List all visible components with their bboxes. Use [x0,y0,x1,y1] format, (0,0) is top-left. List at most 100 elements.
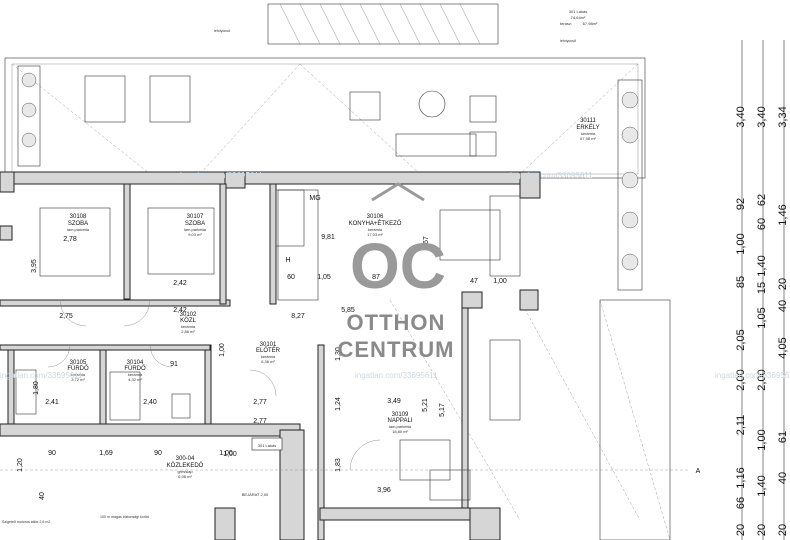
room-30105: 30105 FÜRDŐ kerámia 3,72 m² [67,360,89,382]
wall-kitchen-west [269,183,277,305]
column-nw [0,171,15,193]
svg-text:KONYHA+ÉTKEZŐ: KONYHA+ÉTKEZŐ [349,220,402,227]
brand-logo: OC OTTHON CENTRUM [338,182,454,362]
unit-tag: 301 Lakás [258,443,276,448]
svg-text:1,00: 1,00 [756,429,768,450]
svg-text:60: 60 [287,274,295,281]
room-30109: 30109 NAPPALI lam.parketta 18,80 m² [388,412,413,434]
svg-text:gresslap: gresslap [177,469,193,474]
vent-label-a: lefolyócső [214,29,230,33]
svg-text:3,72 m²: 3,72 m² [71,377,85,382]
label-mg: MG [309,195,320,202]
svg-text:20: 20 [735,524,747,536]
svg-text:NAPPALI: NAPPALI [388,418,413,424]
drainage-lines [11,63,641,521]
bottom-note-1: Szigetelt motoros átlós 2,6 m2 [2,520,50,524]
svg-text:1,05: 1,05 [317,274,331,281]
svg-text:lam.parketta: lam.parketta [389,424,412,429]
kitchen-furniture [275,189,521,277]
svg-text:2,42: 2,42 [173,280,187,287]
svg-text:4,32 m²: 4,32 m² [128,377,142,382]
apartment-area: 74,64m² [571,15,586,20]
svg-text:lam.parketta: lam.parketta [67,227,90,232]
column-s [214,507,236,540]
svg-text:ELŐTÉR: ELŐTÉR [256,347,281,354]
svg-text:30107: 30107 [187,214,204,220]
column-ne [519,171,541,199]
svg-text:62: 62 [756,194,768,206]
svg-text:30111: 30111 [580,118,596,124]
svg-text:kerámia: kerámia [71,372,86,377]
svg-text:18,80 m²: 18,80 m² [392,429,408,434]
svg-text:lam.parketta: lam.parketta [184,227,207,232]
terrace-label: terasz: [560,21,572,26]
svg-text:3,34: 3,34 [777,106,789,127]
svg-text:3,49: 3,49 [387,398,401,405]
svg-text:9,03 m²: 9,03 m² [188,232,202,237]
svg-text:1,00: 1,00 [219,450,233,457]
svg-text:FÜRDŐ: FÜRDŐ [67,365,89,372]
wall-south-living [319,507,481,521]
svg-text:2,40: 2,40 [143,399,157,406]
svg-text:2,00: 2,00 [756,369,768,390]
svg-text:1,30: 1,30 [335,347,342,361]
svg-text:40: 40 [777,300,789,312]
svg-text:30102: 30102 [180,312,197,318]
svg-text:SZOBA: SZOBA [68,221,88,227]
svg-text:90: 90 [48,450,56,457]
svg-text:67,98 m²: 67,98 m² [580,136,596,141]
planters-left [17,65,41,167]
pergola-slats [279,3,481,45]
svg-text:2,77: 2,77 [253,399,267,406]
svg-text:5,17: 5,17 [439,403,446,417]
dims-right-col3: 3,34 1,46 20 40 4,05 61 40 20 [777,106,789,536]
section-marker: A [696,468,701,475]
svg-text:1,00: 1,00 [735,233,747,254]
svg-text:3,40: 3,40 [735,106,747,127]
svg-text:ingatlan.com/33695611: ingatlan.com/33695611 [180,171,263,180]
room-30108: 30108 SZOBA lam.parketta 2,78 [63,214,90,243]
label-h: H [285,257,290,264]
svg-text:1,00: 1,00 [223,451,237,458]
svg-text:20: 20 [756,524,768,536]
svg-text:9,81: 9,81 [321,234,335,241]
svg-text:30104: 30104 [127,360,144,366]
svg-text:61: 61 [777,431,789,443]
svg-text:ingatlan.com/33695611: ingatlan.com/33695611 [715,371,790,380]
apartment-id: 301 Lakás [569,9,587,14]
unit-tag-box [251,437,283,451]
column-se [519,289,539,311]
svg-text:20: 20 [777,524,789,536]
svg-text:1,83: 1,83 [335,458,342,472]
svg-text:SZOBA: SZOBA [185,221,205,227]
logo-line-1: OTTHON [347,310,446,335]
svg-text:6,36 m²: 6,36 m² [261,359,275,364]
svg-text:47: 47 [470,278,478,285]
svg-text:5,85: 5,85 [341,307,355,314]
svg-text:1,00: 1,00 [493,278,507,285]
vent-label-b: lefolyócső [560,39,576,43]
svg-text:ERKÉLY: ERKÉLY [576,124,599,131]
dims-center: 9,81 5,85 8,27 2,42 2,42 2,77 2,77 2,67 … [170,234,507,494]
svg-text:KÖZL: KÖZL [180,317,196,324]
svg-text:15: 15 [756,282,768,294]
wall-living-east [461,299,469,521]
svg-text:kerámia: kerámia [368,227,383,232]
column-mid [461,291,483,309]
room-30106: 30106 KONYHA+ÉTKEZŐ kerámia 17,03 m² [349,214,402,237]
svg-text:20: 20 [777,278,789,290]
svg-text:2,78: 2,78 [63,236,77,243]
svg-text:17,03 m²: 17,03 m² [367,232,383,237]
svg-text:kerámia: kerámia [181,324,196,329]
svg-text:1,80: 1,80 [33,381,40,395]
svg-text:8,27: 8,27 [291,313,305,320]
svg-text:30109: 30109 [392,412,409,418]
svg-text:5,21: 5,21 [422,398,429,412]
terrace-furniture [84,75,497,157]
svg-text:1,05: 1,05 [756,307,768,328]
bottom-note-2: 100 m magas biztonsági korlát [100,515,149,519]
svg-text:91: 91 [170,361,178,368]
living-furniture [399,339,521,501]
wall-north [0,171,541,185]
